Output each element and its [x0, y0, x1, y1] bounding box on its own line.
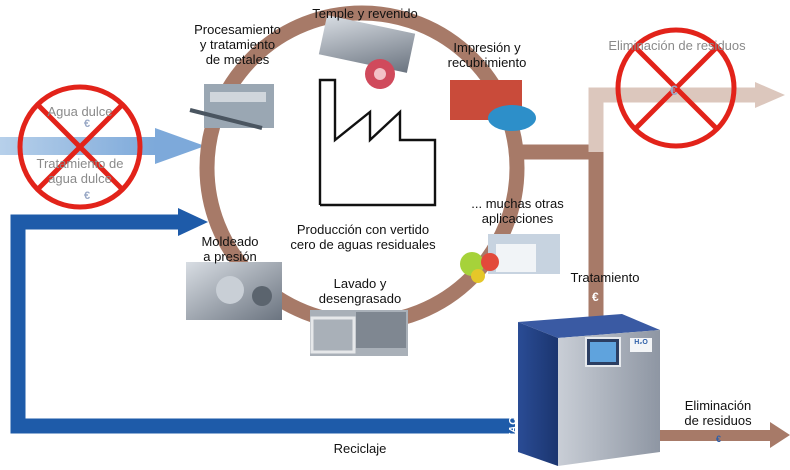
- label-lavado-2: desengrasado: [318, 291, 402, 306]
- label-lavado: Lavado y desengrasado: [310, 276, 410, 306]
- label-procesamiento-3: de metales: [205, 52, 270, 67]
- label-temple: Temple y revenido: [312, 6, 418, 21]
- label-eliminacion-bottom: Eliminación de residuos: [668, 398, 768, 428]
- euro-tratamiento-agua: €: [84, 190, 91, 202]
- photo-impresion: [450, 80, 536, 131]
- label-impresion-1: Impresión y: [453, 40, 521, 55]
- photo-temple: [318, 15, 416, 89]
- euro-agua-dulce: €: [84, 118, 91, 130]
- forbidden-cross-icon-left: [17, 84, 143, 210]
- label-impresion: Impresión y recubrimiento: [432, 40, 542, 70]
- label-moldeado: Moldeado a presión: [190, 234, 270, 264]
- photo-moldeado: [186, 262, 282, 320]
- center-line-1: Producción con vertido: [296, 222, 430, 237]
- label-otras-2: aplicaciones: [481, 211, 554, 226]
- label-tratamiento: Tratamiento: [570, 270, 640, 285]
- factory-icon: [318, 78, 437, 207]
- forbidden-cross-icon-right: [615, 27, 737, 149]
- center-title: Producción con vertido cero de aguas res…: [268, 222, 458, 252]
- waste-bottom-arrow: [660, 422, 790, 448]
- label-lavado-1: Lavado y: [333, 276, 387, 291]
- label-eliminacion-top: Eliminación de residuos: [608, 38, 746, 53]
- label-procesamiento-2: y tratamiento: [199, 37, 276, 52]
- vacudest-machine: [518, 314, 660, 466]
- label-eliminacion-bottom-2: de residuos: [684, 413, 752, 428]
- label-moldeado-2: a presión: [203, 249, 257, 264]
- photo-procesamiento: [189, 84, 274, 130]
- label-tratamiento-agua-1: Tratamiento de: [36, 156, 124, 171]
- photo-lavado: [310, 310, 408, 356]
- waste-top-arrow: [588, 82, 785, 152]
- label-agua-dulce: Agua dulce: [47, 104, 113, 119]
- label-moldeado-1: Moldeado: [201, 234, 259, 249]
- machine-panel-logo: H₂O: [634, 339, 648, 346]
- label-eliminacion-bottom-1: Eliminación: [684, 398, 752, 413]
- euro-eliminacion-bottom: €: [716, 434, 722, 444]
- label-otras: ... muchas otras aplicaciones: [460, 196, 575, 226]
- label-tratamiento-agua-2: agua dulce: [48, 171, 112, 186]
- machine-brand: VACUDEST®: [508, 369, 519, 440]
- label-reciclaje: Reciclaje: [333, 441, 387, 456]
- label-tratamiento-agua: Tratamiento de agua dulce: [20, 156, 140, 186]
- label-otras-1: ... muchas otras: [471, 196, 564, 211]
- recycle-loop-arrow: [10, 208, 515, 434]
- label-procesamiento-1: Procesamiento: [194, 22, 281, 37]
- euro-tratamiento: €: [592, 290, 599, 304]
- label-impresion-2: recubrimiento: [447, 55, 527, 70]
- label-procesamiento: Procesamiento y tratamiento de metales: [180, 22, 295, 67]
- photo-otras: [460, 234, 560, 283]
- euro-eliminacion-top: €: [670, 82, 678, 98]
- center-line-2: cero de aguas residuales: [290, 237, 436, 252]
